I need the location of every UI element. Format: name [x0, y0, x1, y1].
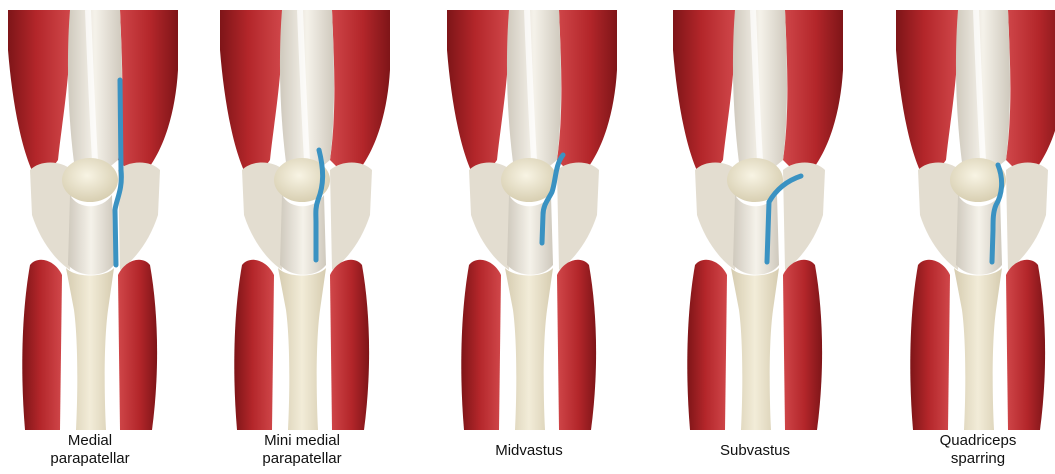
knee-anatomy: [896, 10, 1055, 430]
caption-line-2: sparring: [858, 450, 1055, 468]
caption-medial-parapatellar: Medial parapatellar: [0, 432, 210, 468]
caption-midvastus: Midvastus: [409, 442, 649, 460]
knee-illustration-quadriceps-sparring: [888, 10, 1055, 430]
caption-line-1: Medial: [0, 432, 210, 450]
caption-line-2: parapatellar: [182, 450, 422, 468]
panel-midvastus: Midvastus: [439, 0, 619, 474]
panel-subvastus: Subvastus: [665, 0, 845, 474]
caption-line-1: Midvastus: [409, 442, 649, 460]
panel-quadriceps-sparring: Quadriceps sparring: [888, 0, 1055, 474]
knee-anatomy: [220, 10, 390, 430]
knee-illustration-mini-medial-parapatellar: [212, 10, 392, 430]
knee-illustration-subvastus: [665, 10, 845, 430]
caption-line-1: Mini medial: [182, 432, 422, 450]
caption-line-1: Quadriceps: [858, 432, 1055, 450]
knee-anatomy: [8, 10, 178, 430]
knee-illustration-midvastus: [439, 10, 619, 430]
caption-subvastus: Subvastus: [635, 442, 875, 460]
caption-line-2: parapatellar: [0, 450, 210, 468]
panel-medial-parapatellar: Medial parapatellar: [0, 0, 180, 474]
knee-anatomy: [447, 10, 617, 430]
caption-mini-medial-parapatellar: Mini medial parapatellar: [182, 432, 422, 468]
knee-anatomy: [673, 10, 843, 430]
knee-illustration-medial-parapatellar: [0, 10, 180, 430]
caption-line-1: Subvastus: [635, 442, 875, 460]
panel-mini-medial-parapatellar: Mini medial parapatellar: [212, 0, 392, 474]
caption-quadriceps-sparring: Quadriceps sparring: [858, 432, 1055, 468]
